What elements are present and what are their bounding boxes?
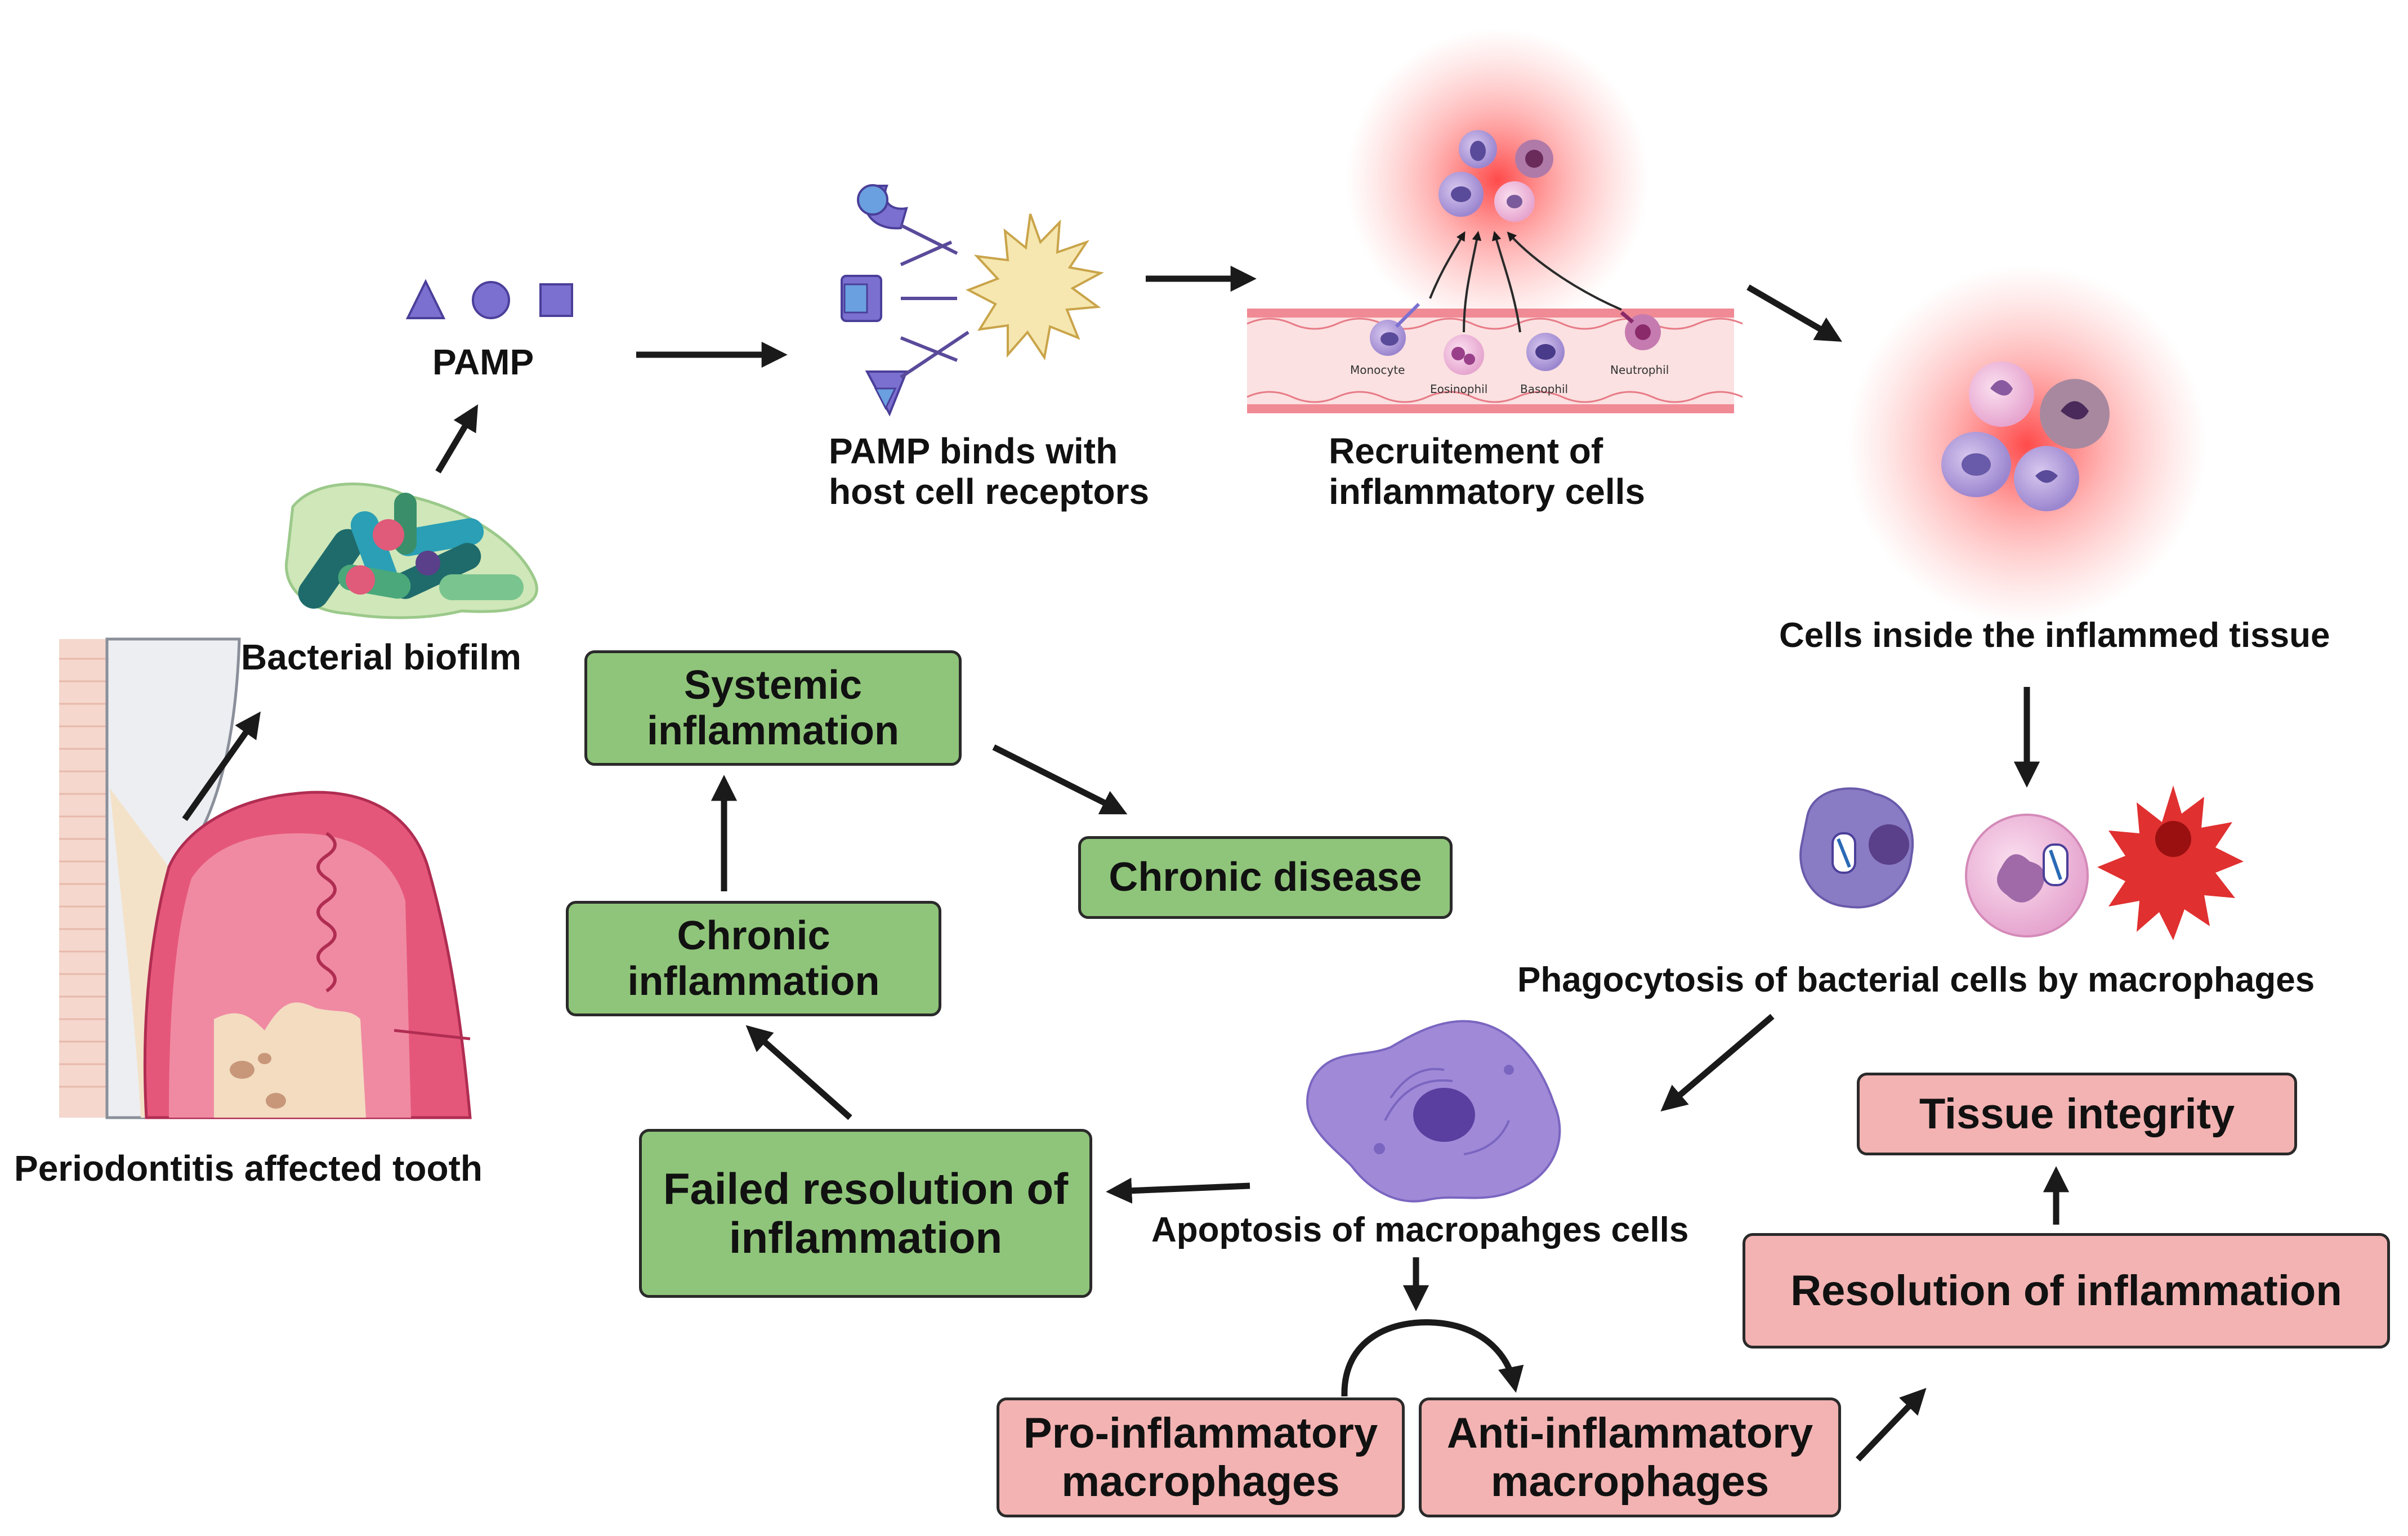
- pro-inflammatory-line-1: Pro-inflammatory: [1023, 1409, 1378, 1458]
- pamp-binds-label: PAMP binds with host cell receptors: [829, 431, 1149, 512]
- systemic-inflammation-line-2: inflammation: [646, 708, 900, 753]
- pamp-binds-line-2: host cell receptors: [829, 471, 1150, 512]
- resolution-of-inflammation-box: Resolution of inflammation: [1743, 1233, 2390, 1349]
- phagocytosis-label: Phagocytosis of bacterial cells by macro…: [1517, 961, 2315, 999]
- inflamed-tissue-cells: [1847, 265, 2207, 625]
- anti-inflammatory-macrophages-box: Anti-inflammatory macrophages: [1419, 1397, 1841, 1517]
- systemic-inflammation-box: Systemic inflammation: [584, 650, 962, 766]
- pamp-label: PAMP: [432, 342, 534, 382]
- periodontitis-tooth-illustration: [59, 637, 476, 1119]
- bacterial-biofilm-illustration: [285, 483, 538, 619]
- failed-resolution-line-2: inflammation: [729, 1213, 1003, 1262]
- chronic-inflammation-line-2: inflammation: [627, 958, 880, 1004]
- phagocytes-illustration: [1799, 785, 2244, 940]
- blood-vessel-illustration: Monocyte Eosinophil Basophil Neutrophil: [1247, 28, 1743, 413]
- recruitment-line-1: Recruitement of: [1329, 431, 1603, 471]
- anti-inflammatory-line-1: Anti-inflammatory: [1446, 1409, 1813, 1458]
- apoptosis-label: Apoptosis of macropahges cells: [1151, 1211, 1689, 1249]
- systemic-inflammation-line-1: Systemic: [683, 662, 863, 708]
- flow-arrows: [182, 265, 2070, 1462]
- pamp-binds-line-1: PAMP binds with: [829, 431, 1118, 471]
- recruitment-label: Recruitement of inflammatory cells: [1329, 431, 1645, 512]
- cells-inside-tissue-label: Cells inside the inflammed tissue: [1779, 616, 2330, 655]
- tissue-integrity-box: Tissue integrity: [1857, 1073, 2297, 1155]
- basophil-label: Basophil: [1520, 382, 1568, 396]
- recruitment-line-2: inflammatory cells: [1329, 471, 1645, 512]
- failed-resolution-box: Failed resolution of inflammation: [639, 1129, 1092, 1298]
- chronic-inflammation-box: Chronic inflammation: [566, 901, 941, 1016]
- chronic-inflammation-line-1: Chronic: [677, 913, 830, 958]
- pro-inflammatory-macrophages-box: Pro-inflammatory macrophages: [997, 1397, 1405, 1517]
- failed-resolution-line-1: Failed resolution of: [663, 1163, 1069, 1213]
- bacterial-biofilm-label: Bacterial biofilm: [241, 637, 521, 677]
- macrophage-illustration: [1306, 1020, 1561, 1203]
- periodontitis-tooth-label: Periodontitis affected tooth: [14, 1148, 483, 1189]
- pro-inflammatory-line-2: macrophages: [1061, 1457, 1340, 1506]
- pamp-shapes: [405, 279, 573, 319]
- eosinophil-label: Eosinophil: [1430, 382, 1487, 396]
- monocyte-label: Monocyte: [1350, 363, 1405, 377]
- anti-inflammatory-line-2: macrophages: [1490, 1457, 1770, 1506]
- host-cell-receptors: [841, 184, 1104, 417]
- chronic-disease-box: Chronic disease: [1078, 836, 1453, 919]
- neutrophil-label: Neutrophil: [1610, 363, 1669, 377]
